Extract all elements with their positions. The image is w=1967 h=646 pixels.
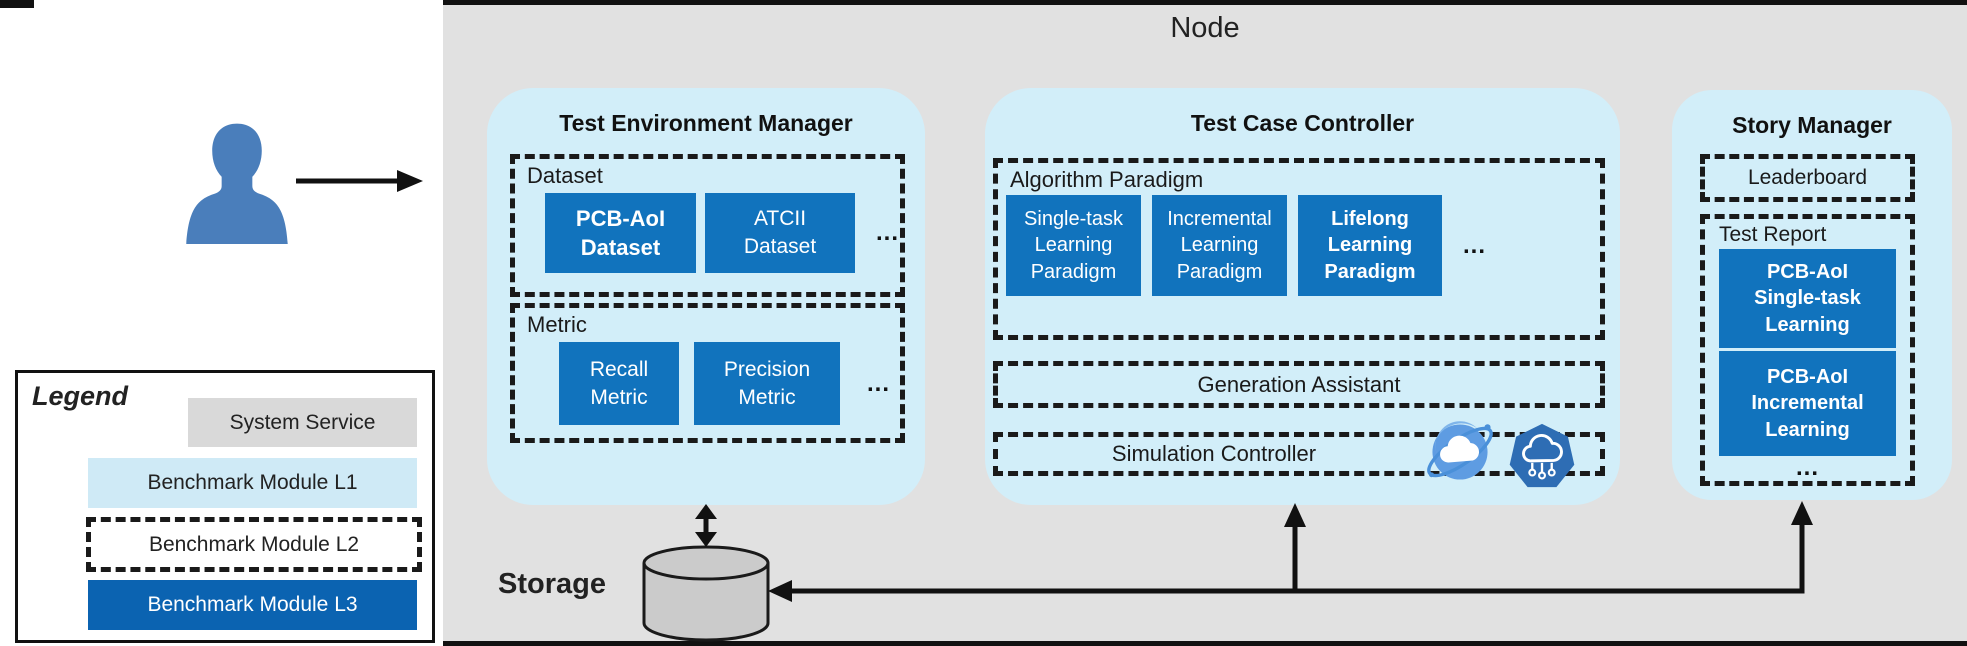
figure-border-tick [0, 0, 34, 8]
test-case-controller: Test Case Controller Algorithm Paradigm … [985, 88, 1620, 505]
incremental-paradigm-box: Incremental Learning Paradigm [1152, 195, 1287, 296]
storage-cylinder-icon [642, 545, 770, 642]
legend-title: Legend [32, 381, 129, 411]
pcb-aoi-single-task-report-box: PCB-AoI Single-task Learning [1719, 249, 1896, 348]
metric-label: Metric [527, 312, 587, 337]
dataset-row: PCB-AoI Dataset ATCII Dataset ... [545, 193, 900, 273]
recall-metric-box: Recall Metric [559, 342, 679, 425]
paradigm-ellipsis: ... [1463, 231, 1487, 259]
storage-label: Storage [498, 568, 606, 600]
legend-item-module-l2: Benchmark Module L2 [86, 517, 422, 572]
metric-group: Metric Recall Metric Precision Metric ..… [510, 303, 905, 443]
legend: Legend System Service Benchmark Module L… [15, 370, 435, 643]
pcb-aoi-incremental-report-box: PCB-AoI Incremental Learning [1719, 351, 1896, 456]
metric-ellipsis: ... [867, 369, 891, 397]
legend-item-module-l3: Benchmark Module L3 [88, 580, 417, 630]
metric-row: Recall Metric Precision Metric ... [559, 342, 900, 425]
lifelong-paradigm-box: Lifelong Learning Paradigm [1298, 195, 1442, 296]
story-manager: Story Manager Leaderboard Test Report PC… [1672, 90, 1952, 500]
dataset-label: Dataset [527, 163, 603, 188]
node-title: Node [1170, 12, 1240, 44]
precision-metric-box: Precision Metric [694, 342, 840, 425]
test-environment-manager: Test Environment Manager Dataset PCB-AoI… [487, 88, 925, 505]
atcii-dataset-box: ATCII Dataset [705, 193, 855, 273]
legend-item-system-service: System Service [188, 398, 417, 447]
cloud-edge-heptagon-icon [1509, 423, 1575, 488]
simulation-controller-box: Simulation Controller [993, 432, 1605, 476]
test-case-controller-title: Test Case Controller [1190, 110, 1415, 136]
story-manager-title: Story Manager [1732, 112, 1892, 138]
pcb-aoi-dataset-box: PCB-AoI Dataset [545, 193, 696, 273]
algorithm-paradigm-label: Algorithm Paradigm [1010, 167, 1204, 192]
algorithm-paradigm-group: Algorithm Paradigm Single-task Learning … [993, 158, 1605, 340]
generation-assistant-box: Generation Assistant [993, 361, 1605, 408]
algorithm-paradigm-row: Single-task Learning Paradigm Incrementa… [1006, 195, 1600, 296]
person-silhouette-icon [186, 123, 288, 244]
test-environment-manager-title: Test Environment Manager [559, 110, 853, 136]
test-report-group: Test Report PCB-AoI Single-task Learning… [1700, 214, 1915, 486]
test-report-label: Test Report [1719, 223, 1827, 246]
test-report-column: PCB-AoI Single-task Learning PCB-AoI Inc… [1705, 249, 1910, 482]
leaderboard-box: Leaderboard [1700, 154, 1915, 202]
cloud-orbit-icon [1427, 421, 1493, 480]
dataset-ellipsis: ... [876, 219, 900, 246]
dataset-group: Dataset PCB-AoI Dataset ATCII Dataset ..… [510, 154, 905, 297]
legend-item-module-l1: Benchmark Module L1 [88, 458, 417, 508]
test-report-ellipsis: ... [1795, 454, 1819, 481]
single-task-paradigm-box: Single-task Learning Paradigm [1006, 195, 1141, 296]
